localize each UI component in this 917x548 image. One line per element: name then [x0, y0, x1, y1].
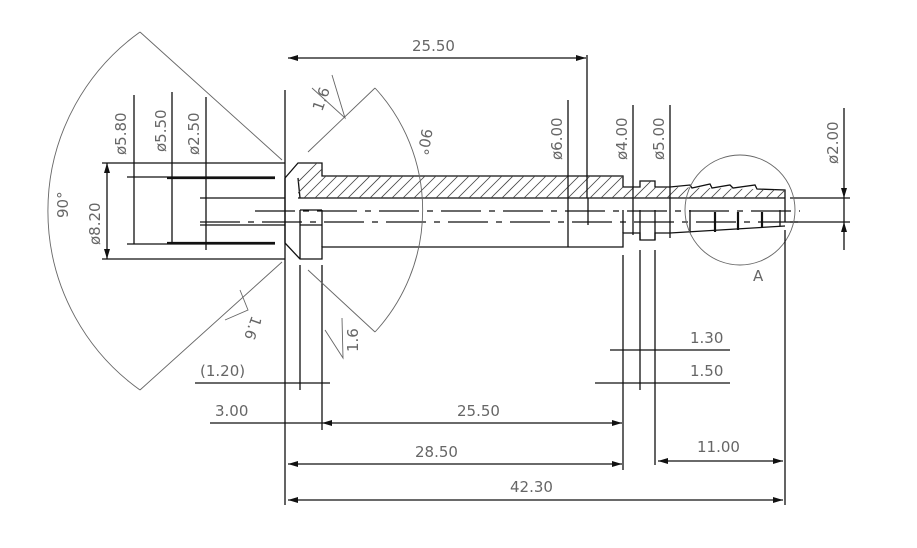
- hatch-line: [565, 163, 607, 198]
- hatch-line: [510, 163, 552, 198]
- dim-len-1-50: 1.50: [690, 362, 723, 380]
- dim-len-25-50: 25.50: [457, 402, 500, 420]
- hatch-line: [477, 163, 519, 198]
- hatch-line: [455, 163, 497, 198]
- hatch-line: [609, 163, 651, 198]
- hatch-line: [653, 163, 695, 198]
- hatch-line: [719, 163, 761, 198]
- center-lines: [200, 197, 850, 226]
- hatch-line: [532, 163, 574, 198]
- dim-dia-6-00: ø6.00: [548, 117, 566, 160]
- hatch-line: [741, 163, 783, 198]
- dim-dia-5-80: ø5.80: [112, 112, 130, 155]
- hatch-line: [422, 163, 464, 198]
- hatch-line: [488, 163, 530, 198]
- hatch-line: [774, 163, 785, 198]
- hatch-line: [697, 163, 739, 198]
- hatch-line: [433, 163, 475, 198]
- dim-dia-2-50: ø2.50: [185, 112, 203, 155]
- section-hatching: [298, 160, 859, 200]
- hatch-line: [378, 163, 420, 198]
- hatch-line: [554, 163, 596, 198]
- detail-a-label: A: [753, 267, 764, 285]
- hatch-line: [356, 163, 398, 198]
- hatch-line: [797, 160, 837, 200]
- dim-dia-8-20: ø8.20: [86, 202, 104, 245]
- hatch-line: [664, 163, 706, 198]
- dim-dia-5-50: ø5.50: [152, 109, 170, 152]
- dim-top-length: 25.50: [412, 37, 455, 55]
- hatch-line: [620, 163, 662, 198]
- hatch-line: [312, 163, 354, 198]
- roughness-symbols: [224, 74, 346, 360]
- hatch-line: [367, 163, 409, 198]
- hatch-line: [345, 163, 387, 198]
- angle-dims: [47, 31, 424, 391]
- dim-len-28-50: 28.50: [415, 443, 458, 461]
- hatch-line: [298, 163, 332, 198]
- dim-len-1-20: (1.20): [200, 362, 245, 380]
- dim-len-11-00: 11.00: [697, 438, 740, 456]
- roughness-bottom-right-label: 1.6: [344, 328, 362, 352]
- hatch-line: [323, 163, 365, 198]
- hatch-line: [786, 160, 826, 200]
- dim-angle-left: 90°: [54, 191, 72, 218]
- hatch-line: [298, 163, 321, 198]
- hatch-line: [334, 163, 376, 198]
- dim-dia-5-00: ø5.00: [650, 117, 668, 160]
- detail-a-circle: [684, 154, 796, 266]
- dim-dia-2-00: ø2.00: [824, 121, 842, 164]
- hatch-line: [587, 163, 629, 198]
- hatch-line: [576, 163, 618, 198]
- dimension-arrows: [104, 55, 847, 503]
- hatch-line: [389, 163, 431, 198]
- dim-len-42-30: 42.30: [510, 478, 553, 496]
- dim-dia-4-00: ø4.00: [613, 117, 631, 160]
- left-diameter-dims: [102, 90, 323, 505]
- hatch-line: [642, 163, 684, 198]
- hatch-line: [499, 163, 541, 198]
- roughness-bottom-left-label: 1.6: [240, 314, 265, 343]
- hatch-line: [543, 163, 585, 198]
- dim-len-1-30: 1.30: [690, 329, 723, 347]
- hatch-line: [730, 163, 772, 198]
- hatch-line: [521, 163, 563, 198]
- hatch-line: [444, 163, 486, 198]
- hatch-line: [411, 163, 453, 198]
- length-dims: [195, 57, 783, 501]
- hatch-line: [631, 163, 673, 198]
- hatch-line: [708, 163, 750, 198]
- hatch-line: [466, 163, 508, 198]
- hatch-line: [819, 160, 859, 200]
- hatch-line: [808, 160, 848, 200]
- hatch-line: [675, 163, 717, 198]
- dim-angle-right: 90°: [413, 127, 435, 156]
- hatch-line: [400, 163, 442, 198]
- hatch-line: [763, 163, 785, 198]
- dim-len-3-00: 3.00: [215, 402, 248, 420]
